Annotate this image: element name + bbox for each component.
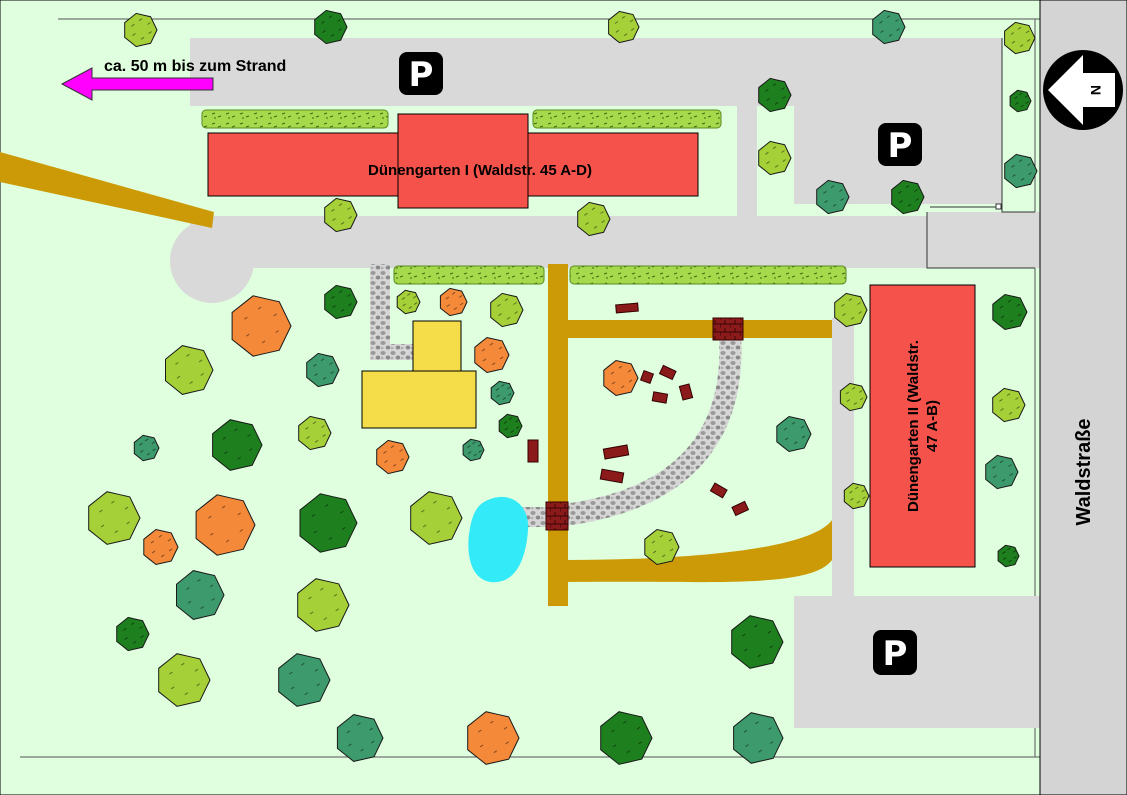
- tree: [997, 544, 1020, 568]
- tree: [490, 380, 515, 406]
- tree: [816, 179, 850, 215]
- pond: [468, 496, 529, 583]
- tree: [872, 9, 906, 45]
- tree: [462, 438, 485, 462]
- beach-note: ca. 50 m bis zum Strand: [104, 58, 286, 75]
- tree: [839, 382, 868, 412]
- trees: [88, 9, 1038, 765]
- north-label: N: [1088, 85, 1104, 95]
- cobble-path-arc: [554, 334, 742, 527]
- cobble-path-house: [370, 264, 390, 358]
- tree: [298, 415, 332, 451]
- tree: [498, 413, 523, 439]
- tree: [891, 179, 925, 215]
- parking-sign-top: P: [399, 52, 443, 95]
- tree: [1004, 21, 1036, 55]
- tree: [195, 494, 256, 556]
- tree: [306, 352, 340, 388]
- tree: [834, 292, 868, 328]
- building-duenengarten-1: Dünengarten I (Waldstr. 45 A-D): [207, 113, 699, 209]
- tree: [324, 284, 358, 320]
- benches: [527, 302, 750, 517]
- parking-boundary: [926, 38, 1035, 269]
- tree: [297, 578, 350, 632]
- tree: [299, 493, 358, 553]
- tree: [731, 615, 784, 669]
- tree: [314, 9, 348, 45]
- tree: [758, 140, 792, 176]
- hedges: [201, 109, 847, 285]
- parking-sign-right: P: [878, 123, 922, 166]
- gate-post: [995, 203, 1002, 210]
- tree: [992, 387, 1026, 423]
- tree: [776, 415, 812, 453]
- tree: [733, 712, 784, 764]
- building2-label-line2: 47 A-B): [924, 400, 941, 452]
- tree: [608, 10, 640, 44]
- tree: [212, 419, 263, 471]
- cobble-path-house-link: [370, 344, 414, 360]
- tree: [985, 454, 1019, 490]
- parking-sign-bottom: P: [873, 630, 917, 675]
- tree: [843, 482, 870, 510]
- tree: [176, 570, 225, 620]
- tree: [124, 12, 158, 48]
- brick-pad-bottom: [545, 501, 569, 531]
- tree: [600, 711, 653, 765]
- parking-symbol: P: [883, 634, 908, 674]
- building1-label: Dünengarten I (Waldstr. 45 A-D): [368, 162, 592, 179]
- tree: [336, 714, 384, 762]
- tree: [467, 711, 520, 765]
- tree: [577, 201, 611, 237]
- garden-paths: [0, 152, 832, 606]
- tree: [165, 345, 214, 395]
- tree: [324, 197, 358, 233]
- beach-direction-arrow: ca. 50 m bis zum Strand: [60, 58, 286, 101]
- tree: [992, 293, 1028, 331]
- tree: [143, 528, 179, 566]
- tree: [231, 295, 292, 357]
- tree: [490, 292, 524, 328]
- parking-symbol: P: [409, 55, 434, 95]
- tree: [1009, 89, 1032, 113]
- north-arrow-icon: N: [1043, 50, 1123, 130]
- tree: [474, 336, 510, 374]
- tree: [376, 439, 410, 475]
- brick-pad-top: [712, 317, 744, 341]
- tree: [603, 359, 639, 397]
- garden-house: [361, 320, 477, 429]
- tree: [116, 616, 150, 652]
- tree: [396, 289, 421, 315]
- street: [1039, 0, 1127, 795]
- parking-symbol: P: [888, 126, 913, 166]
- tree: [278, 653, 331, 707]
- tree: [133, 434, 160, 462]
- building-duenengarten-2: Dünengarten II (Waldstr. 47 A-B): [869, 284, 976, 568]
- tree: [158, 653, 211, 707]
- street-label: Waldstraße: [1073, 418, 1095, 525]
- tree: [644, 528, 680, 566]
- tree: [439, 287, 468, 317]
- building2-label-line1: Dünengarten II (Waldstr.: [905, 340, 922, 512]
- tree: [1004, 153, 1038, 189]
- tree: [88, 491, 141, 545]
- tree: [410, 491, 463, 545]
- tree: [758, 77, 792, 113]
